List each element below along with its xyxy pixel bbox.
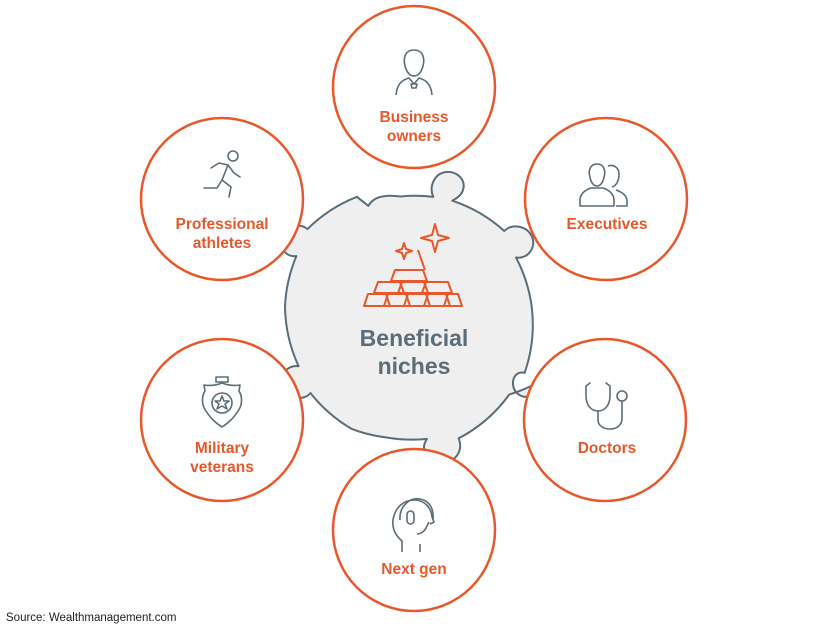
niche-label-line1: Next gen — [381, 561, 446, 578]
center-hub — [279, 170, 540, 464]
center-title-line2: niches — [378, 353, 451, 379]
niche-label-line2: owners — [387, 128, 441, 145]
stethoscope-icon — [585, 382, 628, 430]
niche-label-line1: Doctors — [578, 440, 637, 457]
center-title-line1: Beneficial — [360, 325, 469, 351]
niche-label-line1: Military — [195, 440, 250, 457]
runner-icon — [203, 150, 241, 198]
gold-bars-sparkle-icon — [363, 223, 463, 307]
niche-label-line1: Executives — [567, 216, 648, 233]
niche-label-line1: Professional — [175, 216, 268, 233]
people-group-icon — [579, 163, 628, 207]
source-caption: Source: Wealthmanagement.com — [6, 612, 177, 624]
niche-label-line2: veterans — [190, 459, 254, 476]
police-badge-icon — [201, 376, 243, 428]
niche-military-veterans: Military veterans — [139, 337, 305, 503]
business-person-icon — [395, 49, 433, 96]
niche-executives: Executives — [523, 116, 689, 282]
head-headphones-icon — [392, 497, 435, 552]
niche-label-line2: athletes — [193, 235, 252, 252]
niche-doctors: Doctors — [522, 337, 688, 503]
niche-next-gen: Next gen — [331, 447, 497, 613]
niche-label-line1: Business — [380, 109, 449, 126]
niche-professional-athletes: Professional athletes — [139, 116, 305, 282]
niche-business-owners: Business owners — [331, 4, 497, 170]
